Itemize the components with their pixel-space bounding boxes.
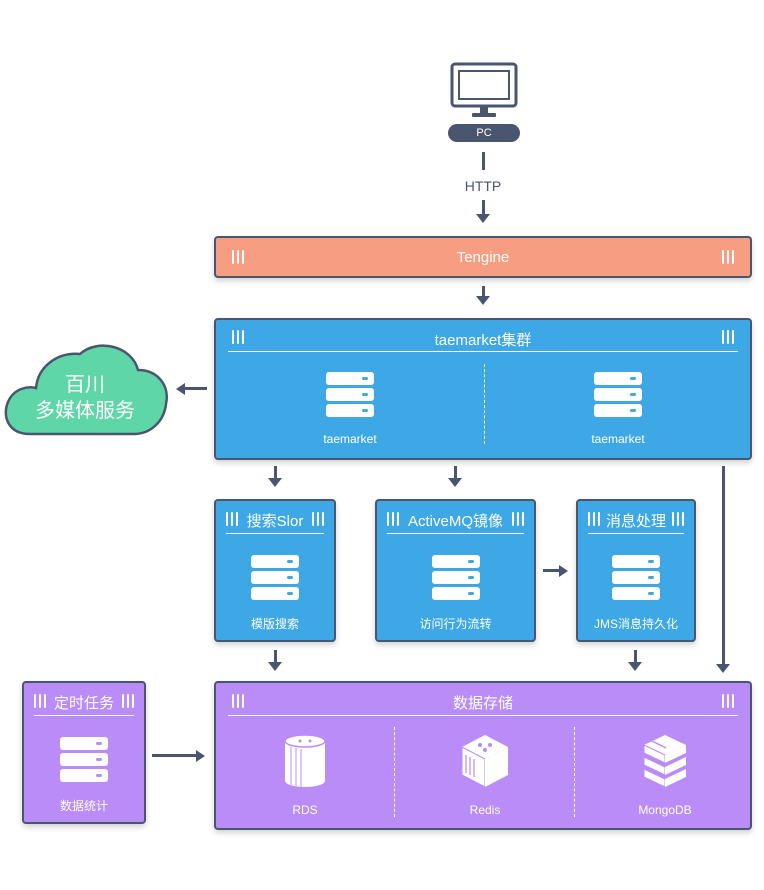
cluster-separator [484, 364, 485, 444]
server-icon [326, 372, 374, 420]
cluster-divider [228, 351, 738, 352]
grip-icon [722, 250, 734, 264]
service-divider [387, 533, 524, 534]
storage-separator [574, 727, 575, 817]
tengine-title: Tengine [456, 249, 510, 266]
storage-label: MongoDB [638, 803, 692, 817]
search-service: 搜索Slor 模版搜索 [214, 499, 336, 642]
grip-icon [34, 694, 46, 708]
grip-icon [672, 512, 684, 526]
mq-arrow-head [559, 565, 568, 577]
server-icon [612, 555, 660, 603]
storage-divider [228, 715, 738, 716]
scheduler-label: 数据统计 [59, 799, 108, 813]
service-label: 模版搜索 [250, 617, 299, 631]
node-label: taemarket [323, 432, 377, 446]
grip-icon [722, 330, 734, 344]
grip-icon [387, 512, 399, 526]
grip-icon [588, 512, 600, 526]
grip-icon [312, 512, 324, 526]
grip-icon [122, 694, 134, 708]
storage-separator [394, 727, 395, 817]
cluster-storage-arrow-head [716, 664, 730, 673]
storage-box: 数据存储 RDS Redis MongoDB [214, 681, 752, 830]
cloud-line1: 百川 [65, 374, 105, 396]
grip-icon [226, 512, 238, 526]
arrow-shaft [454, 466, 457, 478]
arrow-head [268, 662, 282, 671]
scheduler-divider [34, 715, 134, 716]
cloud-arrow-shaft [185, 387, 207, 390]
server-icon [251, 555, 299, 603]
pc-badge: PC [448, 124, 520, 142]
pc-connector [482, 152, 485, 170]
server-icon [432, 555, 480, 603]
storage-label: Redis [469, 803, 501, 817]
redis-cube-icon [461, 735, 508, 788]
activemq-service: ActiveMQ镜像 访问行为流转 [375, 499, 536, 642]
pc-label: PC [476, 127, 492, 139]
scheduler-arrow-shaft [152, 754, 196, 757]
cloud-line2: 多媒体服务 [35, 400, 135, 422]
scheduler-box: 定时任务 数据统计 [22, 681, 146, 824]
http-arrow-head [476, 214, 490, 223]
tengine-arrow-shaft [482, 286, 485, 296]
grip-icon [722, 694, 734, 708]
mongodb-stack-icon [643, 735, 686, 788]
cloud-icon [4, 344, 169, 436]
server-icon [60, 737, 108, 785]
arrow-head [628, 662, 642, 671]
tengine-bar: Tengine [214, 236, 752, 278]
scheduler-arrow-head [196, 750, 205, 762]
cloud-arrow-head [176, 383, 185, 395]
grip-icon [232, 250, 244, 264]
arrow-head [268, 478, 282, 487]
service-title: ActiveMQ镜像 [407, 513, 503, 530]
http-label: HTTP [464, 178, 502, 194]
server-icon [594, 372, 642, 420]
arrow-shaft [274, 650, 277, 662]
arrow-shaft [274, 466, 277, 478]
message-service: 消息处理 JMS消息持久化 [576, 499, 696, 642]
storage-title: 数据存储 [452, 695, 513, 712]
arrow-head [448, 478, 462, 487]
grip-icon [512, 512, 524, 526]
service-label: JMS消息持久化 [593, 617, 678, 631]
service-divider [226, 533, 324, 534]
tengine-arrow-head [476, 296, 490, 305]
storage-label: RDS [292, 803, 318, 817]
grip-icon [232, 330, 244, 344]
cluster-title: taemarket集群 [434, 332, 532, 349]
node-label: taemarket [591, 432, 645, 446]
service-label: 访问行为流转 [419, 617, 492, 631]
arrow-shaft [634, 650, 637, 662]
database-cylinder-icon [284, 734, 326, 787]
service-title: 消息处理 [605, 513, 666, 530]
cluster-storage-arrow-shaft [722, 466, 725, 664]
taemarket-cluster: taemarket集群 taemarket taemarket [214, 318, 752, 460]
grip-icon [232, 694, 244, 708]
mq-arrow-shaft [543, 569, 559, 572]
service-title: 搜索Slor [246, 513, 304, 530]
service-divider [588, 533, 684, 534]
http-arrow-shaft [482, 200, 485, 214]
scheduler-title: 定时任务 [53, 695, 114, 712]
monitor-icon [450, 62, 518, 117]
